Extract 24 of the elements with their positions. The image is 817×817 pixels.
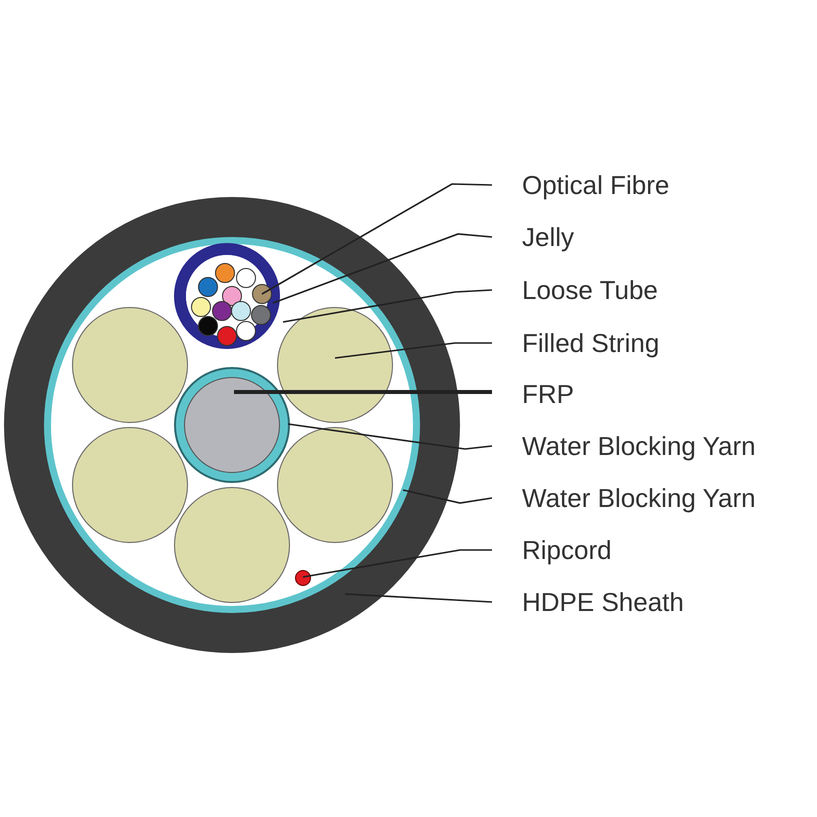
part-label: Ripcord xyxy=(492,534,612,566)
part-label: HDPE Sheath xyxy=(492,586,684,618)
part-label: Water Blocking Yarn xyxy=(492,482,756,514)
leader-line xyxy=(282,289,492,323)
part-label: FRP xyxy=(492,378,574,410)
leader-line xyxy=(402,489,492,504)
strength-member xyxy=(184,377,280,473)
filler-rod xyxy=(277,427,393,543)
part-label: Optical Fibre xyxy=(492,169,670,201)
leader-line xyxy=(262,183,492,295)
leader-line xyxy=(334,342,492,359)
leader-line xyxy=(234,390,492,394)
leader-line xyxy=(344,593,492,603)
part-label: Filled String xyxy=(492,327,660,359)
leader-line xyxy=(288,423,492,450)
part-label: Loose Tube xyxy=(492,274,658,306)
part-label: Jelly xyxy=(492,221,574,253)
loose-tube xyxy=(174,243,280,349)
leader-line xyxy=(302,549,492,578)
optical-fibre xyxy=(252,284,272,304)
filler-rod xyxy=(277,307,393,423)
part-label: Water Blocking Yarn xyxy=(492,430,756,462)
leader-line xyxy=(272,233,492,304)
ripcord xyxy=(295,570,311,586)
